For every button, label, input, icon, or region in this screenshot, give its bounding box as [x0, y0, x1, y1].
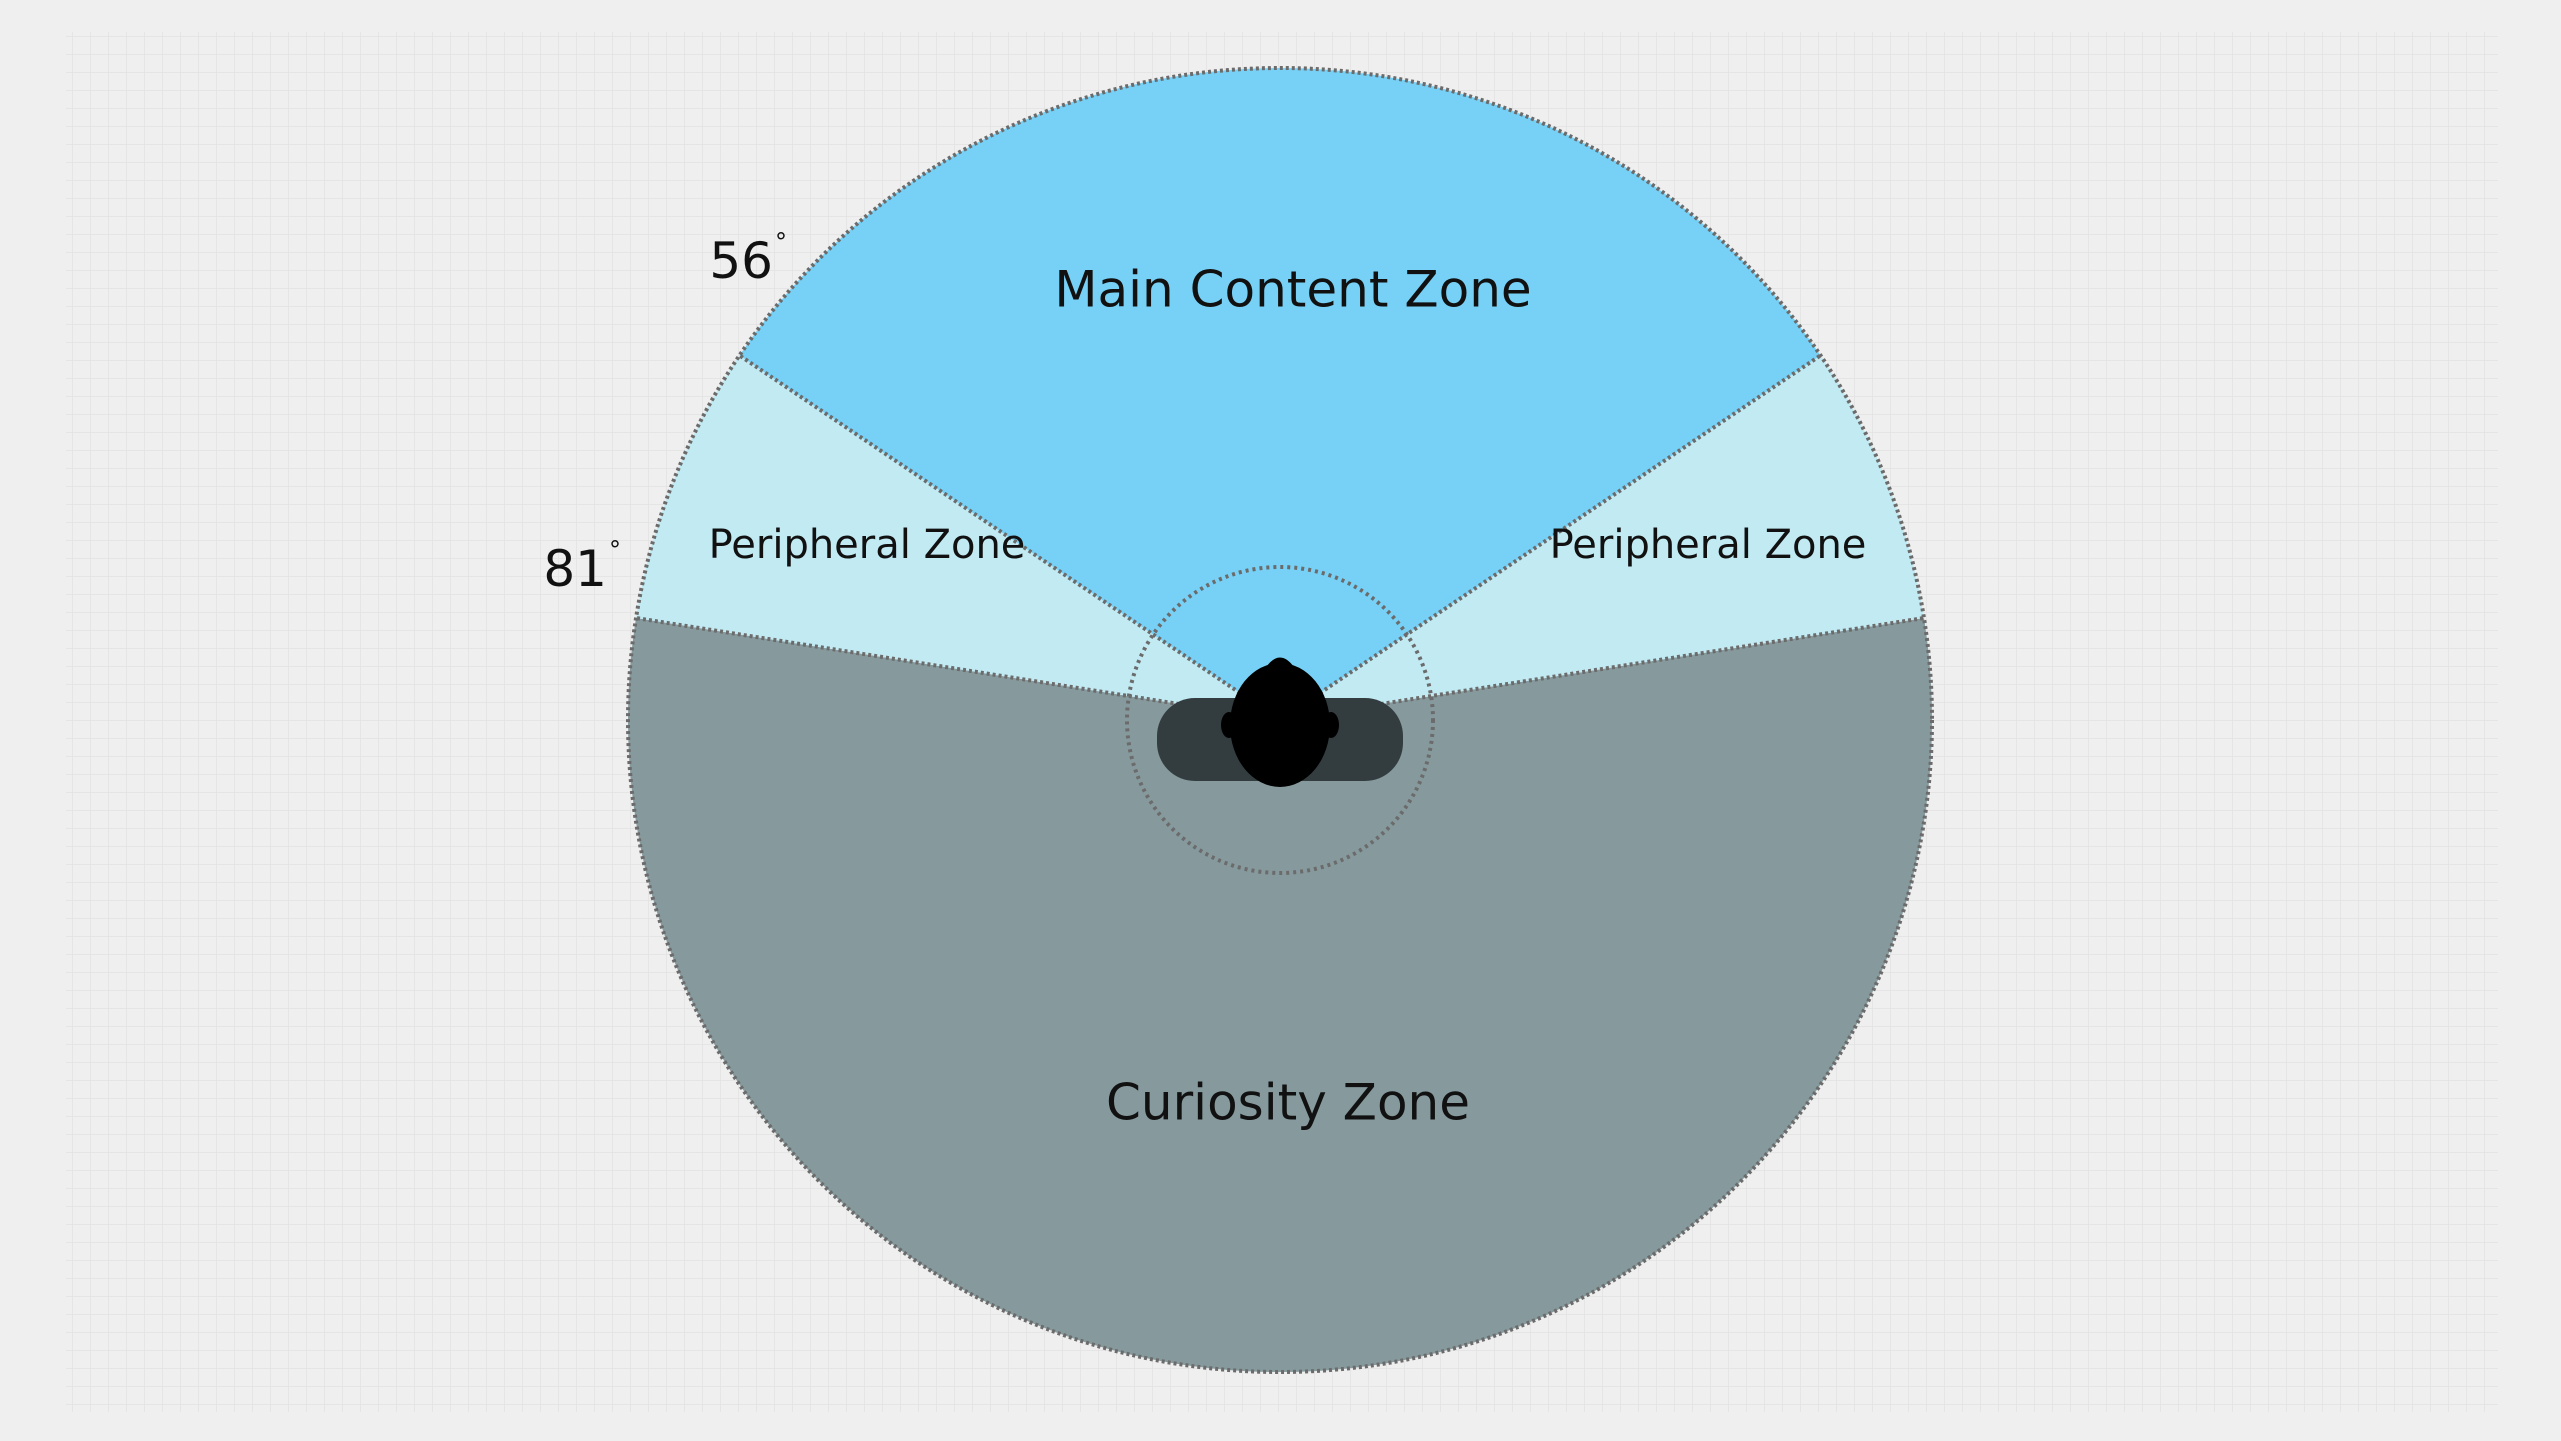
- angle-label-peripheral: 81: [543, 540, 607, 598]
- main-content-zone-label: Main Content Zone: [1054, 261, 1531, 319]
- outer-boundary-circle: [626, 66, 1934, 1374]
- angle-degree-main: °: [775, 228, 787, 256]
- main-content-zone: [739, 68, 1821, 721]
- peripheral-zone-left-label: Peripheral Zone: [709, 522, 1026, 568]
- peripheral-zone-right-label: Peripheral Zone: [1550, 522, 1867, 568]
- peripheral-zone-right: [1280, 355, 1924, 720]
- boundary-line-main-left: [738, 353, 1282, 722]
- inner-personal-circle: [1125, 565, 1435, 875]
- zone-boundary-lines: [635, 353, 1925, 722]
- curiosity-zone: [627, 618, 1932, 1373]
- angle-label-main: 56: [709, 232, 773, 290]
- viewer-head-icon: [1221, 657, 1339, 787]
- boundary-line-main-right: [1278, 353, 1822, 722]
- boundary-line-peripheral-right: [1279, 616, 1925, 722]
- curiosity-zone-label: Curiosity Zone: [1106, 1074, 1470, 1132]
- angle-degree-peripheral: °: [609, 536, 621, 564]
- peripheral-zone-left: [636, 355, 1280, 720]
- boundary-line-peripheral-left: [635, 616, 1281, 722]
